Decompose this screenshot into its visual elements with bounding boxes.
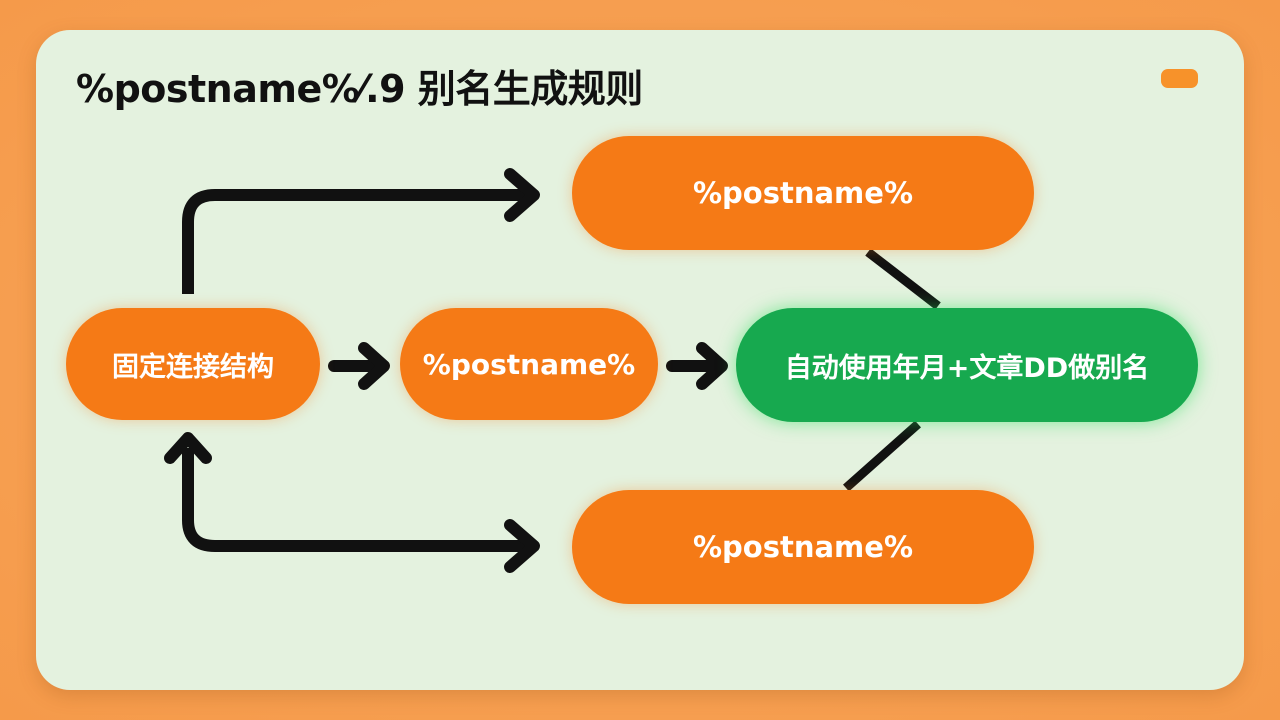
arrow-head-bottom [504,519,540,573]
corner-badge [1161,69,1198,88]
arrow-head-middle [358,342,390,390]
arrow-fixed-to-bottom [182,448,528,552]
arrow-head-up [164,432,212,464]
node-fixed-structure: 固定连接结构 [66,308,320,420]
arrow-head-result [696,342,728,390]
page-title: %postname%⁄.9 别名生成规则 [76,67,643,111]
node-postname-bottom: %postname% [572,490,1034,604]
link-top-to-result [865,248,941,310]
arrow-fixed-to-top [182,189,528,294]
node-postname-top: %postname% [572,136,1034,250]
arrow-head-top [504,168,540,222]
link-result-to-bottom [843,420,921,492]
node-postname-middle: %postname% [400,308,658,420]
node-auto-alias-result: 自动使用年月+文章DD做别名 [736,308,1198,422]
